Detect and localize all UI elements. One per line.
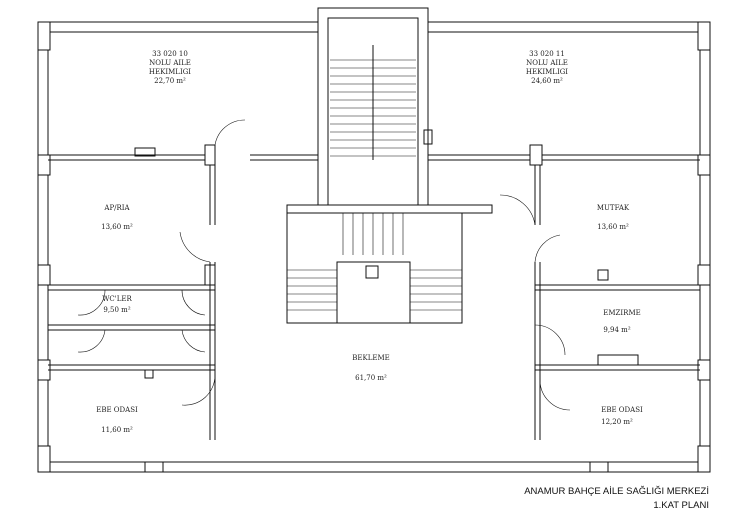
room-name-wcler: WC'LER	[102, 295, 132, 303]
room-code: 33 020 11	[529, 50, 565, 58]
room-area: 24,60 m²	[531, 77, 563, 85]
room-label-hekimlik-10: 33 020 10 NOLU AILE HEKIMLIGI 22,70 m²	[149, 50, 191, 86]
room-name-ebe-right: EBE ODASI	[601, 406, 643, 414]
room-area-ebe-right: 12,20 m²	[601, 418, 633, 426]
room-name-aparia: AP/RIA	[104, 204, 130, 212]
room-area-mutfak: 13,60 m²	[597, 223, 629, 231]
room-name: NOLU AILE	[526, 59, 568, 67]
room-code: 33 020 10	[152, 50, 188, 58]
room-area-wcler: 9,50 m²	[103, 306, 131, 314]
room-label-hekimlik-11: 33 020 11 NOLU AILE HEKIMLIGI 24,60 m²	[526, 50, 568, 86]
right-walls	[428, 144, 700, 440]
room-name-ebe-left: EBE ODASI	[96, 406, 138, 414]
room-name: NOLU AILE	[149, 59, 191, 67]
central-stair	[286, 204, 493, 324]
room-name-bekleme: BEKLEME	[352, 354, 390, 362]
room-name-emzirme: EMZIRME	[603, 309, 641, 317]
left-walls	[48, 119, 318, 440]
plan-title-line2: 1.KAT PLANI	[653, 500, 709, 511]
plan-title: ANAMUR BAHÇE AİLE SAĞLIĞI MERKEZİ 1.KAT …	[524, 486, 709, 511]
room-area-emzirme: 9,94 m²	[603, 326, 631, 334]
room-area-bekleme: 61,70 m²	[355, 374, 387, 382]
room-area: 22,70 m²	[154, 77, 186, 85]
plan-title-line1: ANAMUR BAHÇE AİLE SAĞLIĞI MERKEZİ	[524, 486, 709, 497]
room-name: HEKIMLIGI	[148, 68, 192, 76]
stair-core	[317, 7, 433, 207]
room-name: HEKIMLIGI	[525, 68, 569, 76]
room-area-ebe-left: 11,60 m²	[101, 426, 133, 434]
room-area-aparia: 13,60 m²	[101, 223, 133, 231]
room-name-mutfak: MUTFAK	[596, 204, 630, 212]
